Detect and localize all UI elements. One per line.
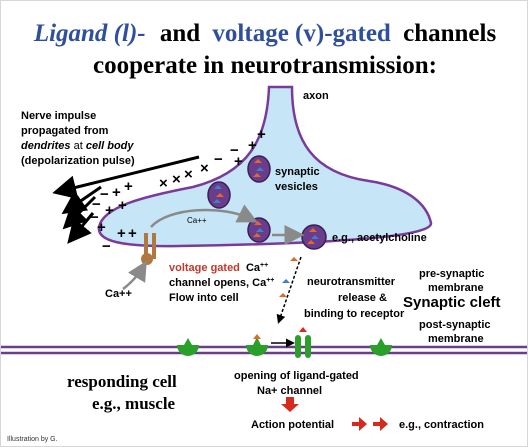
- impulse-dendrites: dendrites: [21, 140, 71, 152]
- action-potential-label: Action potential: [251, 419, 334, 431]
- svg-text:+: +: [118, 197, 127, 214]
- svg-text:×: ×: [172, 171, 181, 188]
- presynaptic-label-1: pre-synaptic: [419, 268, 484, 280]
- title-line-1: Ligand (l)- and voltage (v)-gated channe…: [33, 20, 497, 47]
- svg-text:+: +: [105, 202, 114, 219]
- svg-text:×: ×: [159, 175, 168, 192]
- vgated-line-2: channel opens, Ca++: [169, 277, 274, 289]
- ca-terminal-label: Ca++: [187, 216, 207, 225]
- axon-label: axon: [303, 90, 329, 102]
- svg-text:−: −: [214, 151, 223, 168]
- acetylcholine-label: e.g., acetylcholine: [332, 232, 427, 244]
- svg-text:+: +: [257, 126, 266, 143]
- postsynaptic-label-1: post-synaptic: [419, 319, 491, 331]
- impulse-cellbody: cell body: [86, 140, 135, 152]
- svg-text:+: +: [248, 137, 257, 154]
- vgated-line-2-text: channel opens, Ca: [169, 277, 267, 289]
- vesicle-1: [247, 155, 271, 183]
- title-ligand: Ligand (l)-: [33, 20, 146, 47]
- svg-text:+: +: [97, 219, 106, 236]
- red-arrows: [281, 397, 388, 431]
- ca-flow-arrows: [122, 204, 305, 290]
- ligand-gated-2: Na+ channel: [257, 385, 322, 397]
- neurotransmitter-release: [276, 256, 302, 324]
- title-channels: channels: [403, 20, 496, 47]
- charge-signs: − + + − + × × × × − + + − + + − + + + −: [90, 126, 266, 255]
- responding-cell-2: e.g., muscle: [92, 394, 176, 413]
- vesicle-3: [247, 217, 271, 243]
- impulse-line-1: Nerve impulse: [21, 110, 96, 122]
- impulse-line-3: dendrites at cell body: [21, 140, 134, 152]
- vgated-ca: Ca: [246, 262, 261, 274]
- impulse-at: at: [74, 140, 83, 152]
- vgated-line-3: Flow into cell: [169, 292, 239, 304]
- title-and: and: [160, 20, 200, 47]
- vgated-ca-sup: ++: [260, 262, 268, 269]
- title-voltage: voltage (v)-gated: [212, 20, 391, 47]
- svg-text:+: +: [117, 225, 126, 242]
- svg-text:−: −: [230, 142, 239, 159]
- svg-text:×: ×: [184, 166, 193, 183]
- svg-text:−: −: [92, 196, 101, 213]
- release-line-1: neurotransmitter: [307, 276, 396, 288]
- ca-outside-label: Ca++: [105, 288, 132, 300]
- svg-text:+: +: [124, 178, 133, 195]
- postsynaptic-label-2: membrane: [428, 333, 484, 345]
- impulse-line-2: propagated from: [21, 125, 109, 137]
- release-line-2: release &: [338, 292, 387, 304]
- vgated-line-2-sup: ++: [266, 277, 274, 284]
- svg-text:+: +: [234, 153, 243, 170]
- vesicle-4: [301, 224, 327, 250]
- contraction-label: e.g., contraction: [399, 419, 484, 431]
- impulse-line-4: (depolarization pulse): [21, 155, 135, 167]
- vesicle-2: [207, 181, 231, 209]
- presynaptic-label-2: membrane: [428, 282, 484, 294]
- ligand-gated-channel-open: [295, 327, 311, 358]
- receptor-icon: [177, 338, 199, 356]
- svg-text:−: −: [90, 209, 99, 226]
- responding-cell-1: responding cell: [67, 372, 177, 391]
- receptor-bound: [246, 334, 268, 356]
- svg-text:−: −: [100, 186, 109, 203]
- title-line-2: cooperate in neurotransmission:: [93, 52, 437, 79]
- svg-text:−: −: [102, 238, 111, 255]
- synaptic-vesicles-1: synaptic: [275, 166, 320, 178]
- impulse-arrows: [52, 155, 200, 244]
- credit-label: Illustration by G.: [7, 436, 58, 443]
- svg-text:+: +: [128, 225, 137, 242]
- svg-text:×: ×: [200, 160, 209, 177]
- vgated-line-1: voltage gated Ca++: [169, 262, 268, 274]
- synaptic-vesicles-2: vesicles: [275, 181, 318, 193]
- svg-text:+: +: [112, 184, 121, 201]
- release-line-3: binding to receptor: [304, 308, 405, 320]
- synaptic-cleft-label: Synaptic cleft: [403, 294, 501, 311]
- ligand-gated-1: opening of ligand-gated: [234, 370, 359, 382]
- vgated-red: voltage gated: [169, 262, 240, 274]
- receptor-icon-2: [370, 338, 392, 356]
